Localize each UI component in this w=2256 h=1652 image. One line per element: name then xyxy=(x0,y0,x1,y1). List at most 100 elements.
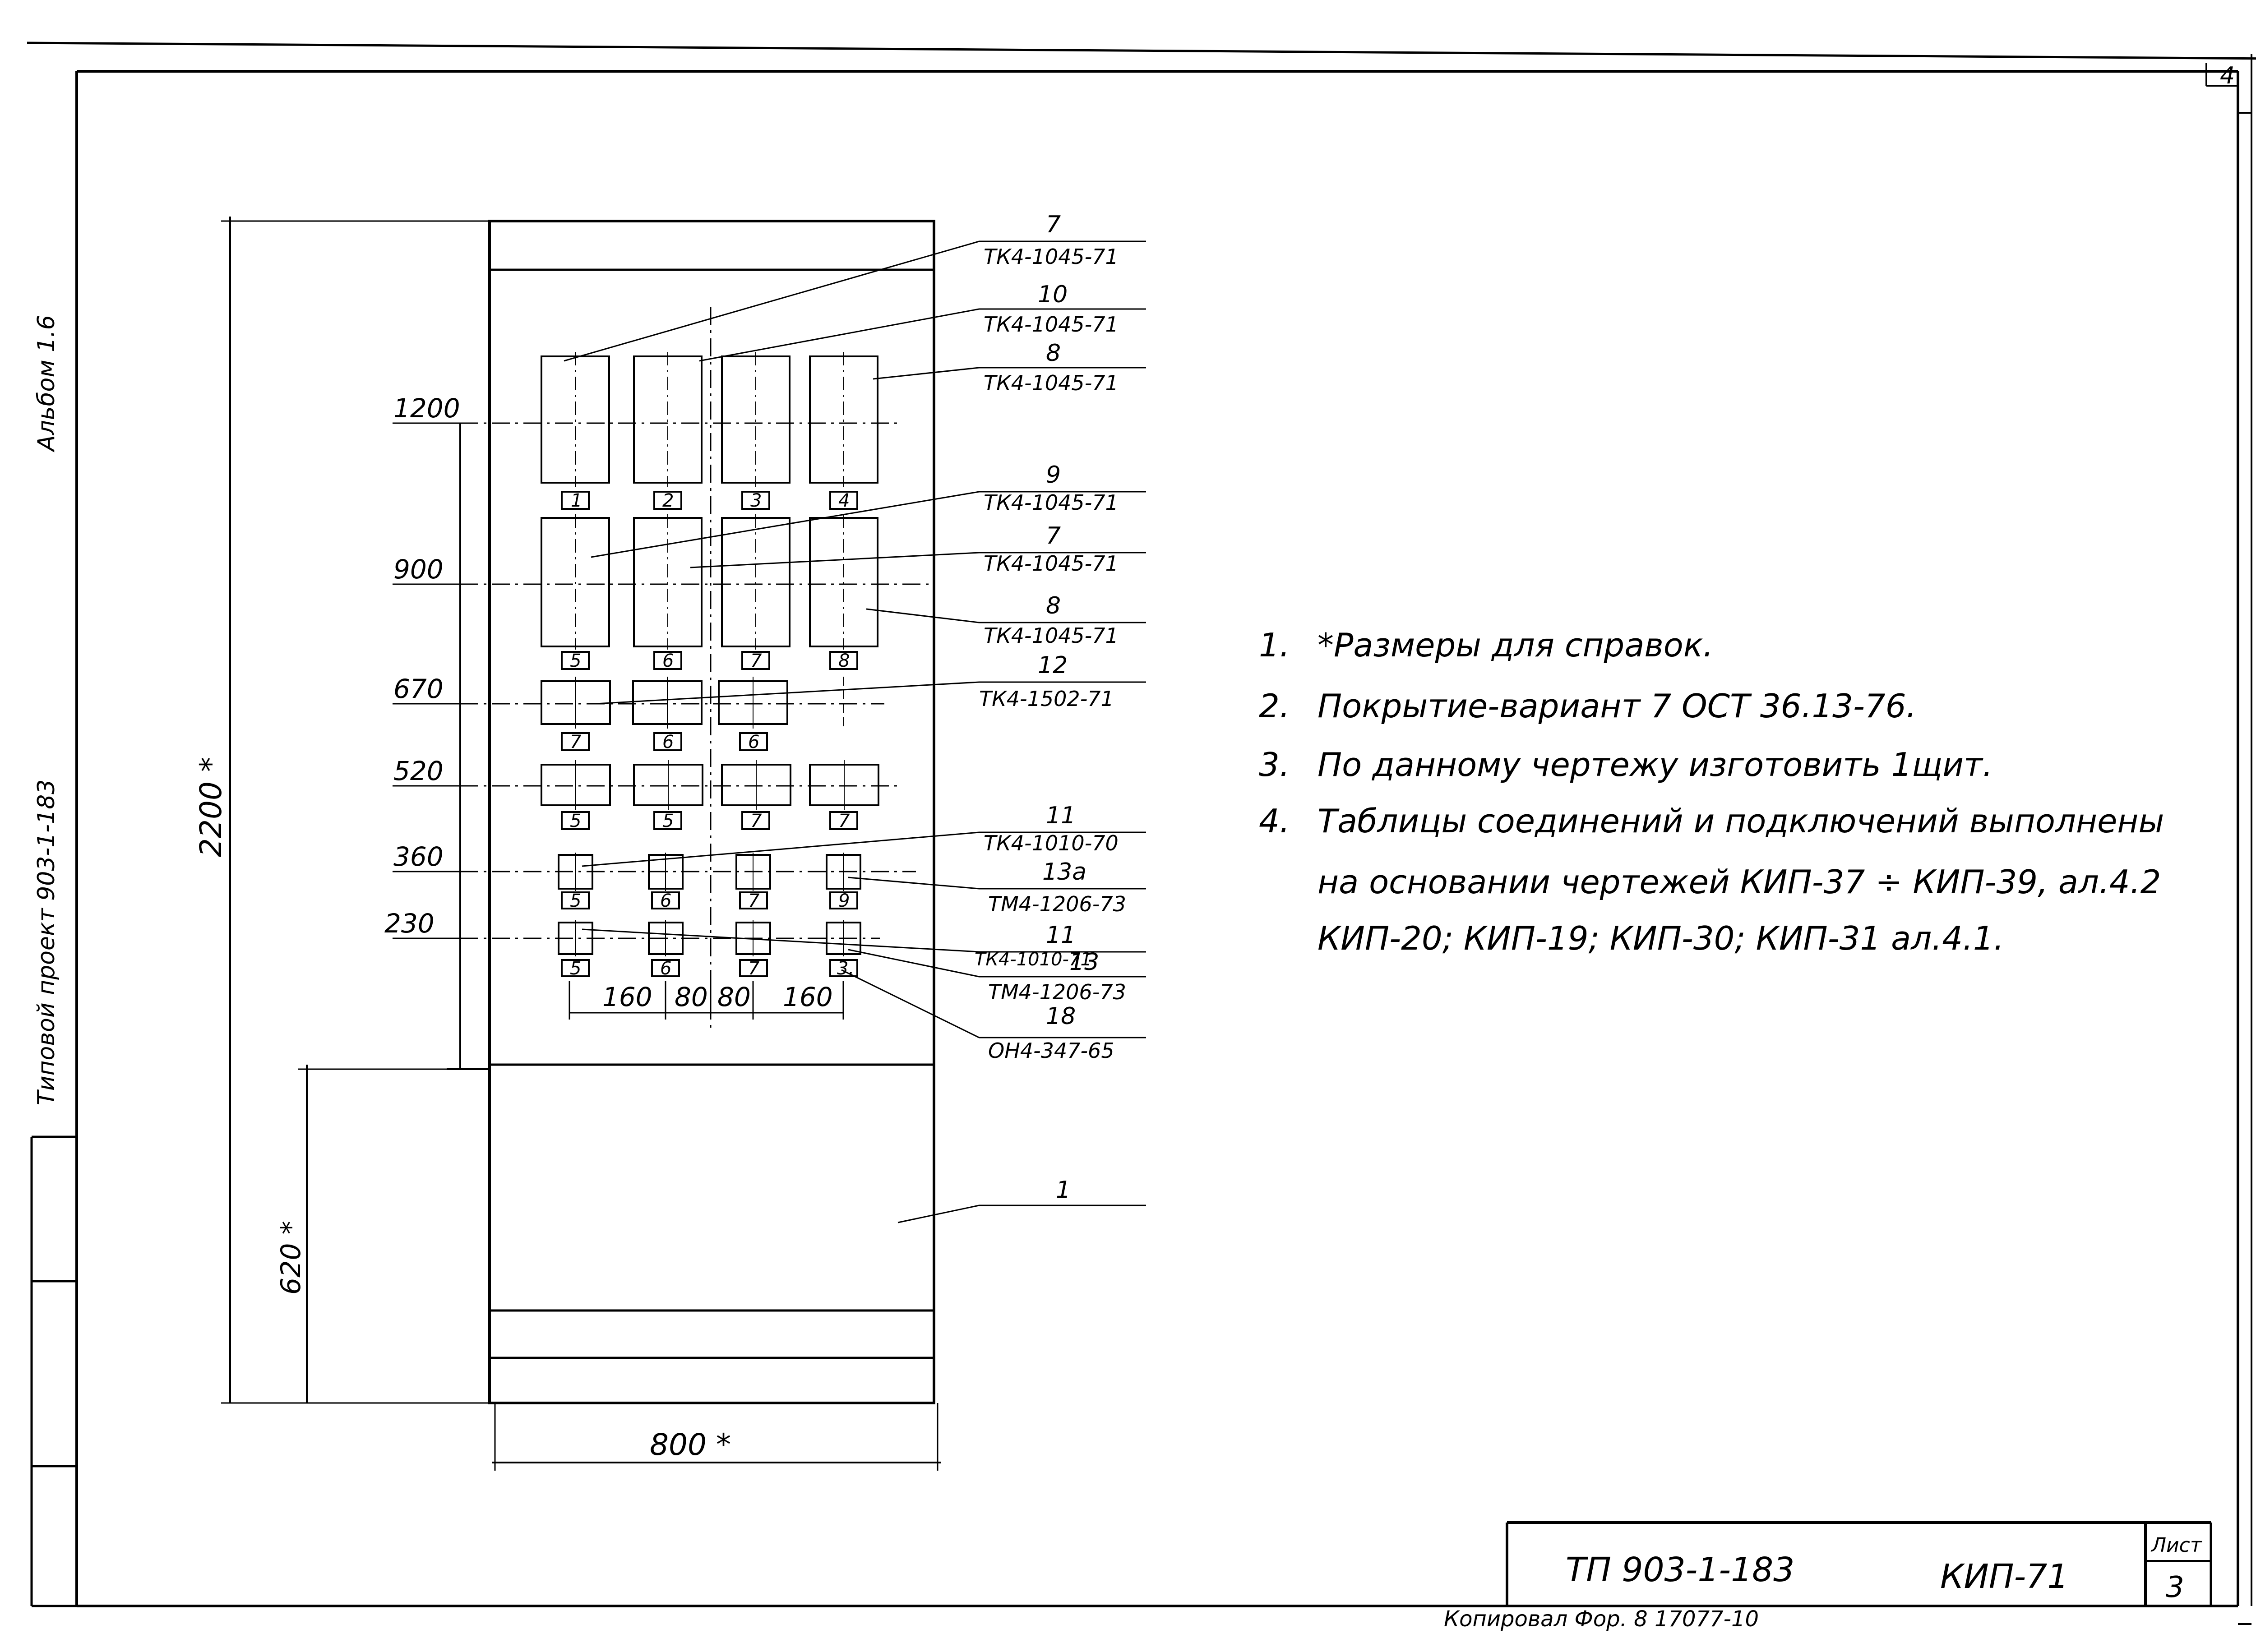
sheet-frame xyxy=(27,42,2256,1625)
callout-ref-2: ТК4-1045-71 xyxy=(984,312,1119,337)
position-tags-row-3: 7 6 6 xyxy=(561,732,768,752)
tag-3-1: 7 xyxy=(570,732,582,752)
callout-pos-1: 7 xyxy=(1046,211,1061,238)
tag-4-3: 7 xyxy=(750,811,762,831)
instrument-row-2 xyxy=(460,514,929,650)
instrument-row-6 xyxy=(460,920,880,956)
tag-2-1: 5 xyxy=(570,651,581,671)
callout-ref-4: ТК4-1045-71 xyxy=(984,490,1119,515)
note-text-5: на основании чертежей КИП-37 ÷ КИП-39, а… xyxy=(1318,863,2161,901)
overall-height-dimension xyxy=(221,217,490,1404)
position-tags-row-1: 1 2 3 4 xyxy=(561,490,858,511)
spacing-dimension xyxy=(569,981,844,1020)
callout-ref-7: ТК4-1502-71 xyxy=(979,687,1114,711)
tag-3-2: 6 xyxy=(662,732,674,752)
position-tags-row-2: 5 6 7 8 xyxy=(561,651,858,671)
tag-1-4: 4 xyxy=(838,490,850,511)
callout-ref-11: ТМ4-1206-73 xyxy=(988,980,1126,1004)
album-stamp: Альбом 1.6 xyxy=(33,315,60,452)
callout-labels: 7 ТК4-1045-71 10 ТК4-1045-71 8 ТК4-1045-… xyxy=(975,211,1126,1204)
callout-pos-7: 12 xyxy=(1038,652,1068,679)
panel-outline xyxy=(488,220,935,1404)
elevation-230: 230 xyxy=(384,908,435,939)
callout-pos-6: 8 xyxy=(1046,592,1061,619)
tag-1-3: 3 xyxy=(750,490,762,511)
tag-5-3: 7 xyxy=(748,891,760,911)
tag-4-4: 7 xyxy=(838,811,850,831)
elevation-marks xyxy=(393,422,490,1070)
width-label: 800 * xyxy=(650,1427,731,1462)
spacing-160-right: 160 xyxy=(783,982,833,1012)
tag-6-3: 7 xyxy=(748,958,760,979)
tag-2-4: 8 xyxy=(838,651,850,671)
callout-ref-10: ТК4-1010-71 xyxy=(975,949,1092,970)
tag-1-2: 2 xyxy=(662,490,674,511)
callout-ref-3: ТК4-1045-71 xyxy=(984,371,1119,395)
base-height-dimension xyxy=(298,1065,447,1403)
spacing-80-right: 80 xyxy=(717,982,751,1012)
callout-pos-9: 13а xyxy=(1042,858,1086,886)
callout-pos-12: 18 xyxy=(1046,1003,1076,1030)
instrument-row-5 xyxy=(460,853,916,891)
callout-ref-1: ТК4-1045-71 xyxy=(984,245,1119,269)
callout-ref-6: ТК4-1045-71 xyxy=(984,623,1119,648)
note-text-6: КИП-20; КИП-19; КИП-30; КИП-31 ал.4.1. xyxy=(1318,919,2004,957)
note-text-1: *Размеры для справок. xyxy=(1318,626,1713,664)
note-number-3: 3. xyxy=(1259,746,1290,784)
tag-6-1: 5 xyxy=(570,958,581,979)
callout-ref-9: ТМ4-1206-73 xyxy=(988,892,1126,916)
spacing-160-left: 160 xyxy=(602,982,652,1012)
title-sheet-label: Лист xyxy=(2150,1534,2202,1557)
tag-1-1: 1 xyxy=(571,490,582,511)
instrument-row-4 xyxy=(460,760,898,810)
callout-pos-8: 11 xyxy=(1046,802,1076,829)
instrument-row-1 xyxy=(460,352,898,487)
tag-4-2: 5 xyxy=(662,811,674,831)
note-number-4: 4. xyxy=(1259,802,1290,840)
elevation-900: 900 xyxy=(393,554,444,585)
position-tags-row-4: 5 5 7 7 xyxy=(561,811,858,831)
note-text-2: Покрытие-вариант 7 ОСТ 36.13-76. xyxy=(1318,687,1916,725)
tag-2-2: 6 xyxy=(662,651,674,671)
callout-pos-5: 7 xyxy=(1046,522,1061,549)
note-text-4: Таблицы соединений и подключений выполне… xyxy=(1318,802,2164,840)
tag-3-3: 6 xyxy=(748,732,759,752)
width-dimension xyxy=(492,1403,941,1471)
callout-leaders xyxy=(564,240,1146,1223)
callout-pos-2: 10 xyxy=(1038,281,1068,308)
title-block xyxy=(1506,1521,2212,1606)
elevation-360: 360 xyxy=(393,841,444,872)
tag-4-1: 5 xyxy=(570,811,581,831)
callout-pos-3: 8 xyxy=(1046,340,1061,367)
tag-6-2: 6 xyxy=(660,958,671,979)
tag-6-4: 3. xyxy=(837,958,854,979)
tag-2-3: 7 xyxy=(750,651,762,671)
spacing-80-left: 80 xyxy=(675,982,708,1012)
note-number-2: 2. xyxy=(1259,687,1290,725)
position-tags-row-5: 5 6 7 9 xyxy=(561,891,858,911)
position-tags-row-6: 5 6 7 3. xyxy=(561,958,858,979)
callout-ref-8: ТК4-1010-70 xyxy=(984,831,1119,855)
callout-pos-10: 11 xyxy=(1046,922,1076,949)
instrument-row-3 xyxy=(460,677,884,731)
elevation-520: 520 xyxy=(393,756,444,786)
sheet-corner-number: 4 xyxy=(2220,62,2235,89)
tag-5-2: 6 xyxy=(660,891,671,911)
elevation-1200: 1200 xyxy=(393,393,460,424)
callout-ref-5: ТК4-1045-71 xyxy=(984,551,1119,576)
callout-pos-13: 1 xyxy=(1056,1177,1071,1204)
notes-block: 1. *Размеры для справок. 2. Покрытие-вар… xyxy=(1259,626,2164,957)
title-sheet-number: 3 xyxy=(2166,1571,2184,1604)
title-project-number: ТП 903-1-183 xyxy=(1566,1550,1794,1589)
note-number-1: 1. xyxy=(1259,626,1290,664)
title-drawing-code: КИП-71 xyxy=(1940,1557,2068,1596)
elevation-670: 670 xyxy=(393,674,444,704)
callout-pos-4: 9 xyxy=(1046,461,1061,489)
project-stamp: Типовой проект 903-1-183 xyxy=(33,780,60,1105)
overall-height-label: 2200 * xyxy=(194,757,228,857)
note-text-3: По данному чертежу изготовить 1щит. xyxy=(1318,746,1993,784)
callout-ref-12: ОН4-347-65 xyxy=(988,1038,1114,1063)
footer-stamp: Копировал Фор. 8 17077-10 xyxy=(1444,1606,1759,1632)
tag-5-4: 9 xyxy=(838,891,850,911)
